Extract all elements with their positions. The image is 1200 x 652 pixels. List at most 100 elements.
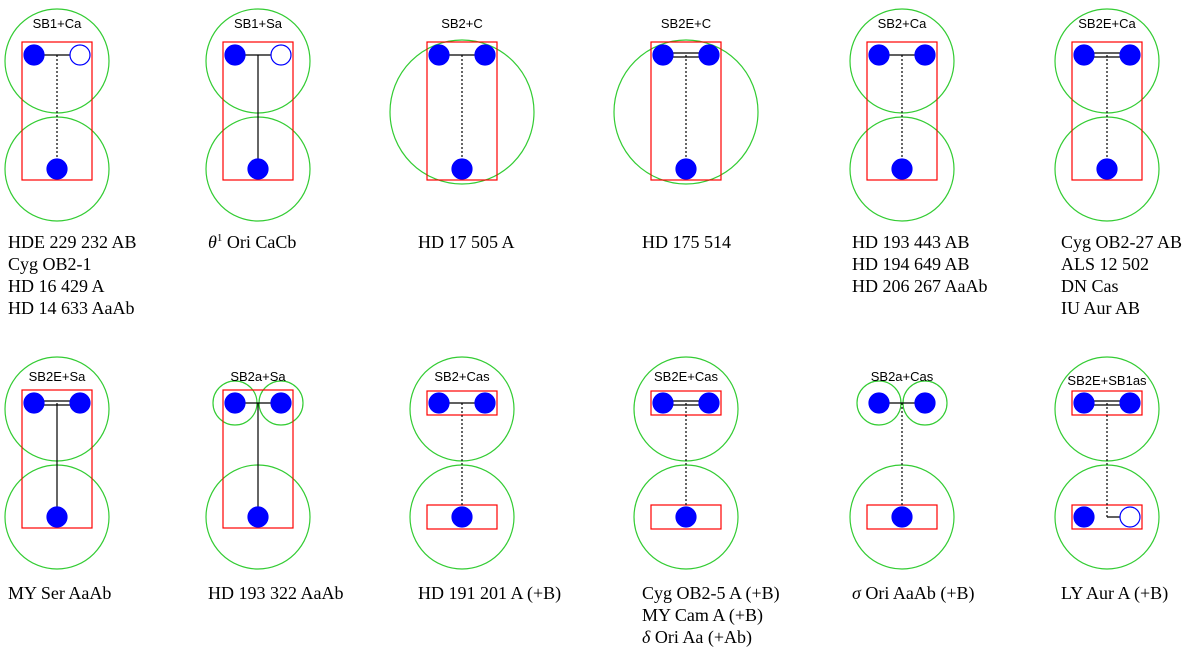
system-name: HD 14 633 AaAb [8,298,135,318]
panel-sb2e-c: SB2E+C HD 175 514 [613,16,759,252]
panel-sb2-c: SB2+C HD 17 505 A [389,16,535,252]
system-name: HD 191 201 A (+B) [418,583,561,604]
system-name: LY Aur A (+B) [1061,583,1168,604]
system-name: MY Cam A (+B) [642,605,763,626]
configuration-label: SB2+Ca [878,16,928,31]
system-name: HD 193 443 AB [852,232,970,252]
system-box [1071,41,1143,181]
primary-star [23,44,45,66]
secondary-star [270,392,292,414]
panel-sb1-sa: SB1+Sa θ1 Ori CaCb [205,8,311,252]
configuration-label: SB2E+C [661,16,711,31]
system-name-rest: Ori AaAb (+B) [861,583,975,604]
primary-star [428,44,450,66]
configuration-label: SB2a+Sa [230,369,286,384]
tertiary-star [1073,506,1095,528]
primary-star [652,44,674,66]
system-name: HD 17 505 A [418,232,515,252]
configuration-label: SB2E+Sa [29,369,87,384]
secondary-star [914,392,936,414]
system-name: HD 193 322 AaAb [208,583,344,603]
configuration-label: SB2a+Cas [871,369,934,384]
system-name: IU Aur AB [1061,298,1140,318]
primary-star [428,392,450,414]
greek-symbol: σ [852,583,862,603]
superscript: 1 [217,232,223,244]
secondary-star [1119,392,1141,414]
tertiary-star [46,158,68,180]
system-name: σ Ori AaAb (+B) [852,583,975,604]
system-name: HD 194 649 AB [852,254,970,274]
primary-star [23,392,45,414]
tertiary-star [247,158,269,180]
secondary-star [1119,44,1141,66]
system-box [222,389,294,529]
tertiary-star [247,506,269,528]
system-name-rest: Ori CaCb [222,232,296,252]
secondary-star [914,44,936,66]
system-name: HD 206 267 AaAb [852,276,988,296]
primary-star [868,44,890,66]
configuration-label: SB2E+Ca [1078,16,1136,31]
system-name: ALS 12 502 [1061,254,1149,274]
system-name-rest: Ori Aa (+Ab) [650,627,752,648]
system-box [222,41,294,181]
tertiary-star [675,158,697,180]
secondary-star [270,44,292,66]
system-name: MY Ser AaAb [8,583,111,603]
system-name: Cyg OB2-5 A (+B) [642,583,780,604]
system-box [866,41,938,181]
panel-sb2a-sa: SB2a+Sa HD 193 322 AaAb [205,369,344,603]
panel-sb2a-cas: SB2a+Cas σ Ori AaAb (+B) [849,369,975,604]
tertiary-star [451,158,473,180]
system-name: HD 175 514 [642,232,731,252]
tertiary-star [46,506,68,528]
system-name: HD 16 429 A [8,276,105,296]
secondary-star [474,392,496,414]
primary-star [224,392,246,414]
tertiary-companion-star [1119,506,1141,528]
system-box [650,41,722,181]
secondary-star [698,392,720,414]
primary-star [868,392,890,414]
system-name: δ Ori Aa (+Ab) [642,627,752,648]
system-box [21,41,93,181]
primary-star [1073,392,1095,414]
system-box [21,389,93,529]
system-box [426,41,498,181]
secondary-star [69,392,91,414]
system-name: HDE 229 232 AB [8,232,137,252]
configuration-label: SB2+Cas [434,369,490,384]
system-name: DN Cas [1061,276,1119,296]
greek-symbol: δ [642,627,651,647]
primary-star [1073,44,1095,66]
tertiary-star [451,506,473,528]
secondary-star [698,44,720,66]
system-name: Cyg OB2-27 AB [1061,232,1182,252]
panel-sb2e-sb1as: SB2E+SB1as LY Aur A (+B) [1054,356,1168,604]
panel-sb2e-sa: SB2E+Sa MY Ser AaAb [4,356,111,603]
secondary-star [474,44,496,66]
tertiary-star [891,506,913,528]
configuration-label: SB2+C [441,16,483,31]
panel-sb2-cas: SB2+Cas HD 191 201 A (+B) [409,356,561,604]
secondary-star [69,44,91,66]
primary-star [224,44,246,66]
configuration-label: SB1+Sa [234,16,283,31]
tertiary-star [675,506,697,528]
system-name: θ1 Ori CaCb [208,232,296,252]
tertiary-star [1096,158,1118,180]
configuration-label: SB2E+Cas [654,369,718,384]
outer-orbit-circle [389,39,535,185]
primary-star [652,392,674,414]
configuration-label: SB1+Ca [33,16,83,31]
configuration-label: SB2E+SB1as [1067,373,1147,388]
outer-orbit-circle [613,39,759,185]
tertiary-star [891,158,913,180]
system-name: Cyg OB2-1 [8,254,92,274]
